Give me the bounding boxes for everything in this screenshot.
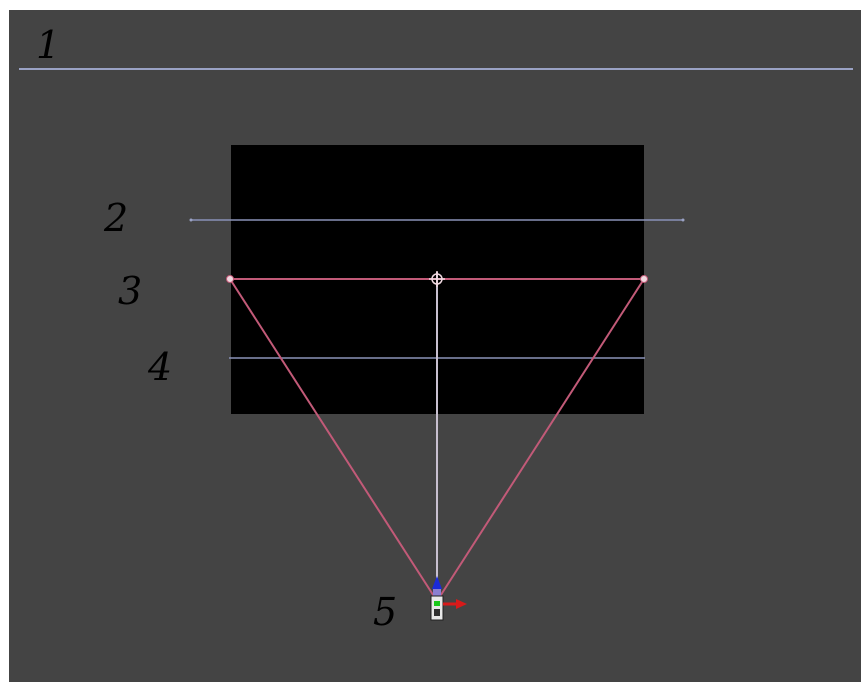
callout-2: 2 [103, 196, 128, 240]
callout-4: 4 [147, 345, 172, 389]
frustum-right-edge[interactable] [436, 278, 645, 602]
viewport[interactable]: 1 2 3 4 5 [9, 10, 861, 682]
callout-5: 5 [373, 590, 397, 634]
gizmo-x-arrow-icon[interactable] [456, 599, 467, 609]
scene-canvas[interactable]: 1 2 3 4 5 [9, 10, 861, 682]
frustum-left-edge[interactable] [229, 278, 438, 602]
camera-body-icon[interactable] [430, 595, 444, 621]
gizmo-z-marker-icon[interactable] [434, 601, 440, 606]
gizmo-y-arrow-icon[interactable] [432, 576, 442, 589]
callout-3: 3 [118, 269, 142, 313]
guide-line-2-end-left [189, 218, 193, 222]
guide-line-2-end-right [681, 218, 685, 222]
frustum-handle-center[interactable] [429, 271, 445, 287]
frustum-handle-right[interactable] [640, 275, 648, 283]
frustum-handle-left[interactable] [226, 275, 234, 283]
camera-gizmo[interactable] [430, 576, 467, 621]
gizmo-y-shaft [433, 589, 441, 596]
camera-lens-icon [434, 609, 440, 616]
callout-1: 1 [36, 23, 60, 67]
